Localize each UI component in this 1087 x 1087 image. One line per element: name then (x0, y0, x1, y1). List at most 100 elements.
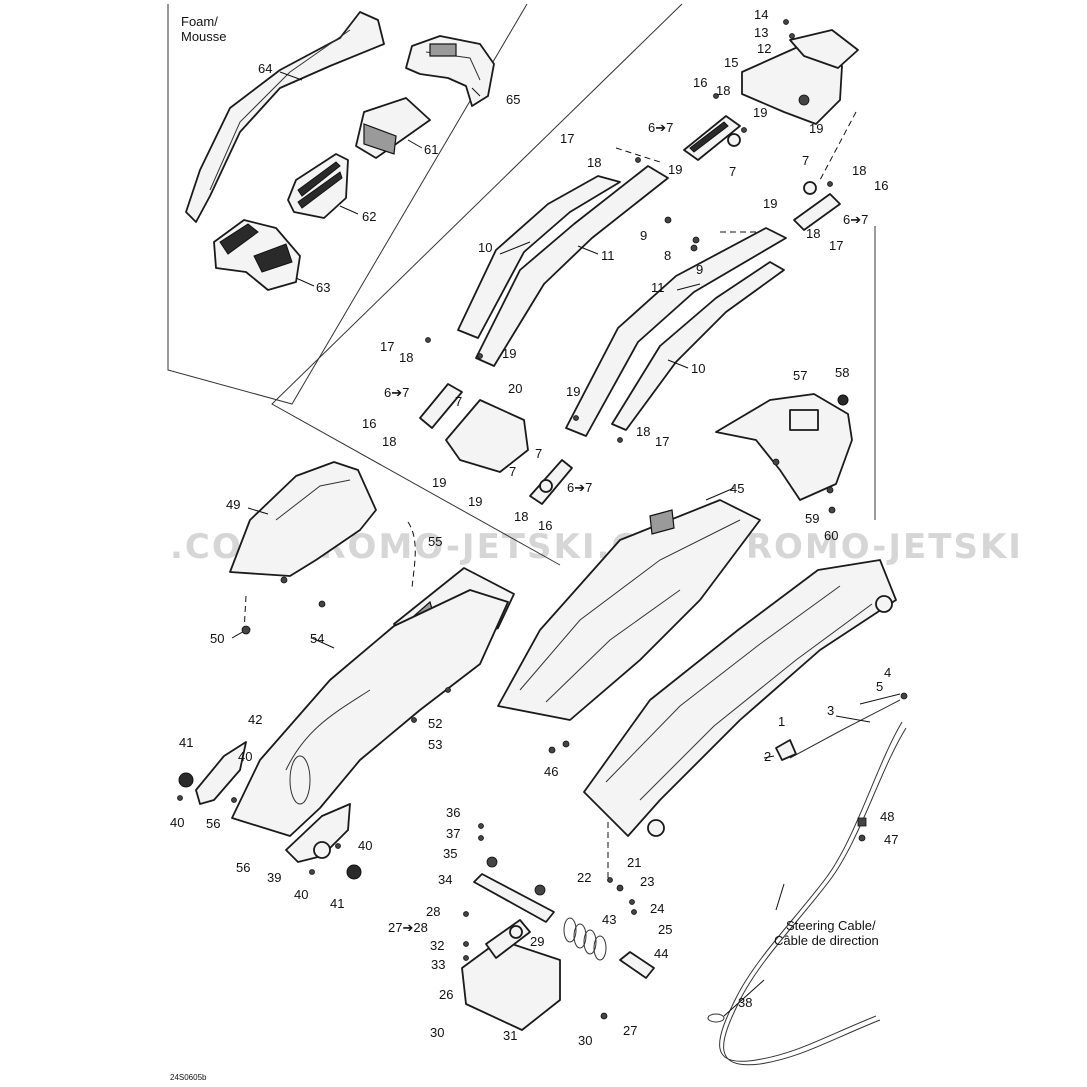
callout-40: 40 (358, 838, 372, 853)
callout-18: 18 (636, 424, 650, 439)
callout-32: 32 (430, 938, 444, 953)
callout-28: 28 (426, 904, 440, 919)
callout-19: 19 (763, 196, 777, 211)
callout-17: 17 (829, 238, 843, 253)
bracket-20 (445, 399, 529, 473)
callout-52: 52 (428, 716, 442, 731)
callout-16: 16 (538, 518, 552, 533)
callout-29: 29 (530, 934, 544, 949)
callout-44: 44 (654, 946, 668, 961)
bumper-42 (178, 741, 247, 805)
fender-49 (229, 461, 377, 577)
callout-27: 27 (623, 1023, 637, 1038)
callout-16: 16 (693, 75, 707, 90)
foam-part-61 (355, 97, 431, 159)
hardware-fasteners (177, 19, 908, 1020)
footrest-block-upper (683, 115, 741, 161)
callout-7: 7 (455, 394, 462, 409)
steering-cable (707, 721, 907, 1066)
callout-17: 17 (655, 434, 669, 449)
figure-code: 24S0605b (170, 1073, 207, 1082)
side-panel-54 (231, 589, 509, 837)
callout-41: 41 (179, 735, 193, 750)
foam-title-line2: Mousse (181, 29, 227, 44)
callout-6-to-7: 6➔7 (648, 120, 673, 135)
callout-17: 17 (560, 131, 574, 146)
callout-18: 18 (852, 163, 866, 178)
callout-10: 10 (691, 361, 705, 376)
bracket-15 (741, 29, 859, 125)
foam-title-line1: Foam/ (181, 14, 218, 29)
cover-57 (715, 393, 853, 501)
callout-40: 40 (294, 887, 308, 902)
callout-18: 18 (514, 509, 528, 524)
rail-10-11-upper (457, 165, 669, 367)
foam-part-62 (287, 153, 349, 219)
steering-spring-43 (563, 917, 607, 961)
callout-63: 63 (316, 280, 330, 295)
footrest-block-right (793, 181, 841, 231)
callout-16: 16 (874, 178, 888, 193)
foam-part-64 (185, 11, 385, 223)
callout-31: 31 (503, 1028, 517, 1043)
callout-22: 22 (577, 870, 591, 885)
callout-6-to-7: 6➔7 (567, 480, 592, 495)
callout-46: 46 (544, 764, 558, 779)
callout-5: 5 (876, 679, 883, 694)
steering-cable-label-line1: Steering Cable/ (786, 918, 876, 933)
callout-61: 61 (424, 142, 438, 157)
callout-11: 11 (651, 280, 665, 295)
callout-65: 65 (506, 92, 520, 107)
callout-10: 10 (478, 240, 492, 255)
callout-18: 18 (399, 350, 413, 365)
callout-11: 11 (601, 248, 615, 263)
steering-shaft-34 (473, 873, 555, 923)
callout-24: 24 (650, 901, 664, 916)
callout-20: 20 (508, 381, 522, 396)
base-plate-26 (461, 919, 561, 1031)
callout-21: 21 (627, 855, 641, 870)
callout-64: 64 (258, 61, 272, 76)
footrest-block-center (529, 459, 573, 505)
callout-2: 2 (764, 749, 771, 764)
callout-18: 18 (587, 155, 601, 170)
callout-30: 30 (578, 1033, 592, 1048)
callout-53: 53 (428, 737, 442, 752)
callout-43: 43 (602, 912, 616, 927)
callout-19: 19 (809, 121, 823, 136)
callout-19: 19 (566, 384, 580, 399)
callout-55: 55 (428, 534, 442, 549)
callout-58: 58 (835, 365, 849, 380)
callout-42: 42 (248, 712, 262, 727)
callout-9: 9 (640, 228, 647, 243)
callout-7: 7 (729, 164, 736, 179)
callout-6-to-7: 6➔7 (843, 212, 868, 227)
callout-19: 19 (468, 494, 482, 509)
footrest-block-left (419, 383, 463, 429)
callout-15: 15 (724, 55, 738, 70)
callout-36: 36 (446, 805, 460, 820)
callout-54: 54 (310, 631, 324, 646)
callout-12: 12 (757, 41, 771, 56)
section-frames (167, 3, 876, 566)
callout-19: 19 (668, 162, 682, 177)
callout-26: 26 (439, 987, 453, 1002)
callout-18: 18 (716, 83, 730, 98)
callout-57: 57 (793, 368, 807, 383)
callout-14: 14 (754, 7, 768, 22)
callout-45: 45 (730, 481, 744, 496)
callout-19: 19 (502, 346, 516, 361)
callout-9: 9 (696, 262, 703, 277)
callout-59: 59 (805, 511, 819, 526)
callout-48: 48 (880, 809, 894, 824)
callout-56: 56 (236, 860, 250, 875)
callout-8: 8 (664, 248, 671, 263)
foam-part-65 (405, 35, 495, 107)
callout-60: 60 (824, 528, 838, 543)
bumper-39 (285, 803, 362, 880)
callout-18: 18 (806, 226, 820, 241)
foam-part-63 (213, 219, 301, 291)
leader-lines (231, 71, 901, 1017)
callout-35: 35 (443, 846, 457, 861)
